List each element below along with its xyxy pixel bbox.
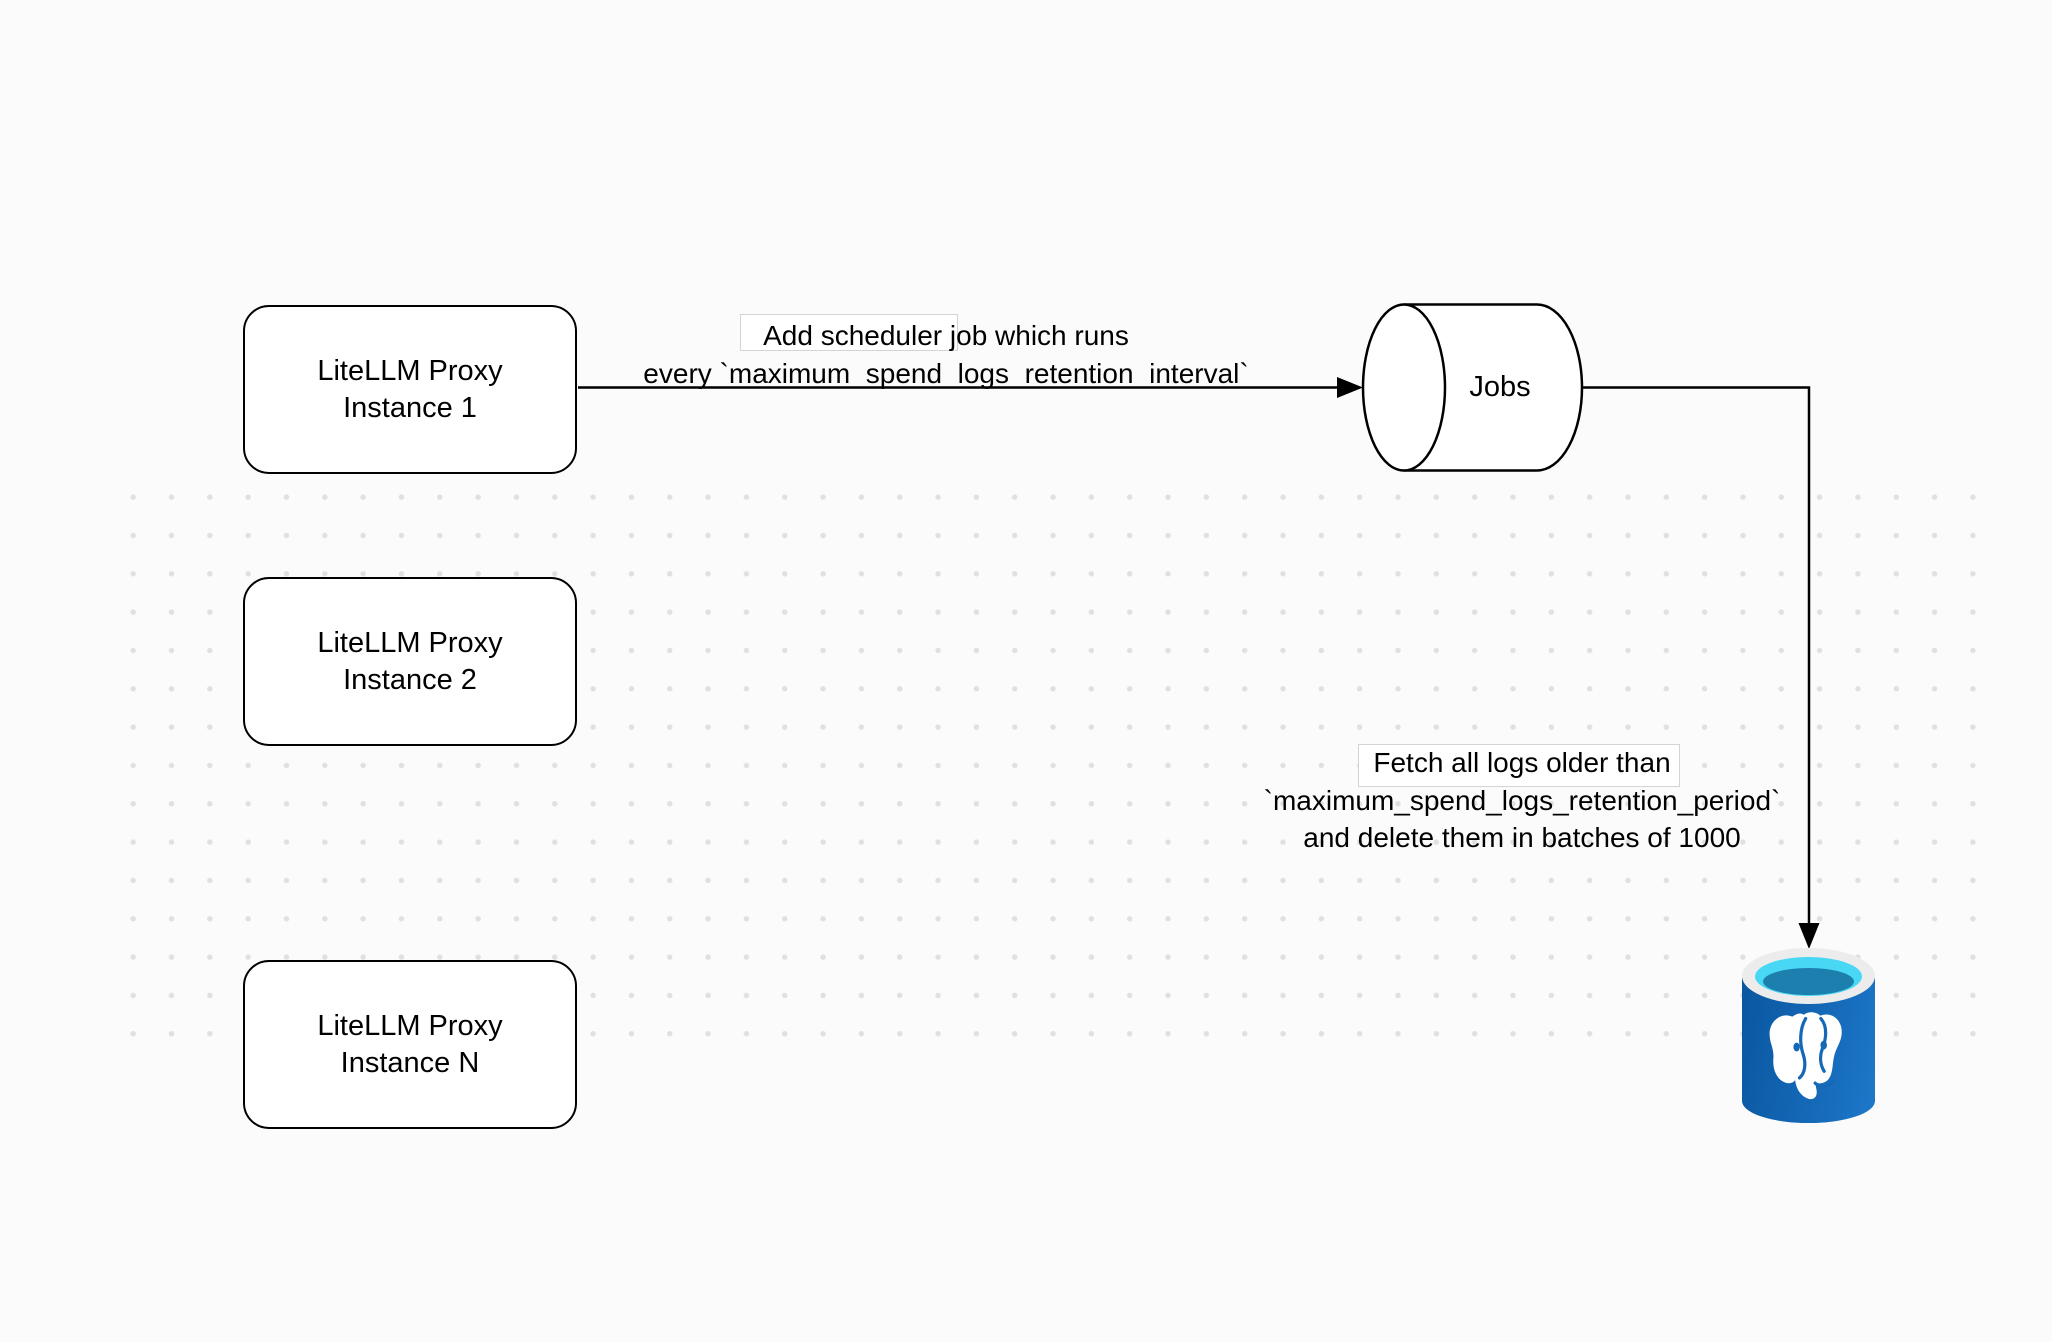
edge-label-background [740, 314, 958, 351]
edge-label-fetch-line2: `maximum_spend_logs_retention_period` [1263, 784, 1781, 816]
edge-fetch-line [1582, 386, 1811, 924]
postgres-cylinder-opening-shadow [1763, 968, 1854, 995]
jobs-cylinder-body [1404, 303, 1584, 472]
edge-label-schedule: Add scheduler job which runs every `maxi… [596, 317, 1296, 392]
node-litellm-proxy-instance-1: LiteLLM Proxy Instance 1 [243, 305, 577, 474]
node-proxy-2-line2: Instance 2 [343, 663, 477, 696]
node-proxy-n-line1: LiteLLM Proxy [317, 1009, 503, 1042]
jobs-node-label: Jobs [1469, 371, 1531, 403]
edge-fetch-arrowhead-icon [1798, 923, 1820, 949]
node-proxy-2-line1: LiteLLM Proxy [317, 626, 503, 659]
jobs-cylinder-cap [1361, 303, 1447, 472]
edge-label-background [1358, 744, 1680, 787]
node-litellm-proxy-instance-n: LiteLLM Proxy Instance N [243, 960, 577, 1129]
edge-label-fetch-line3: and delete them in batches of 1000 [1303, 822, 1741, 853]
edge-label-fetch-line1: Fetch all logs older than [1373, 747, 1671, 778]
postgres-elephant-icon [1769, 1012, 1842, 1100]
node-proxy-n-line2: Instance N [340, 1046, 480, 1079]
node-litellm-proxy-instance-2: LiteLLM Proxy Instance 2 [243, 577, 577, 746]
node-proxy-1-line2: Instance 1 [343, 391, 477, 424]
edge-label-schedule-line2: every `maximum_spend_logs_retention_inte… [643, 357, 1249, 389]
edge-label-fetch: Fetch all logs older than `maximum_spend… [1212, 744, 1832, 857]
edge-schedule-arrowhead-icon [1337, 377, 1363, 398]
postgresql-database-icon [1742, 948, 1875, 1123]
edge-label-schedule-line1: Add scheduler job which runs [763, 320, 1129, 351]
node-proxy-1-line1: LiteLLM Proxy [317, 354, 503, 387]
